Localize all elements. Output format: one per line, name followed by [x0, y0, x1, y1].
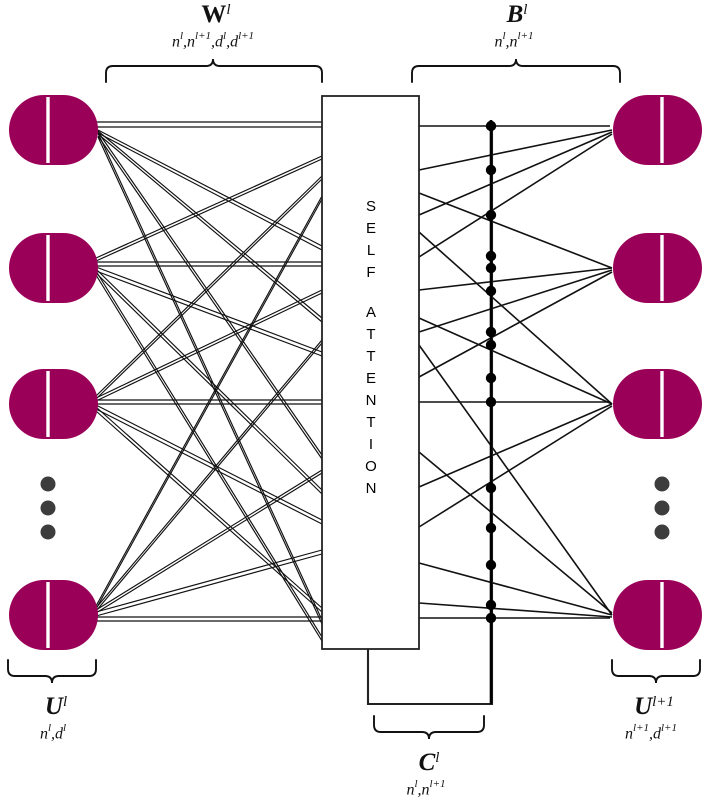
- attn-letter: A: [365, 304, 376, 321]
- label-output-superscript: l+1: [652, 693, 674, 710]
- attn-letter: S: [365, 198, 376, 215]
- label-input-superscript: l: [62, 693, 68, 710]
- input-node-3: [9, 369, 98, 439]
- sub-sup: l: [47, 722, 51, 734]
- label-input-symbol: U: [44, 693, 63, 720]
- sub-base: d: [230, 33, 239, 51]
- label-context-subscript: nl,nl+1: [406, 778, 446, 799]
- sub-sup: l: [414, 778, 418, 790]
- self-attention-label: S E L F A T T E N T I O N: [354, 196, 388, 500]
- attn-word-gap: [354, 284, 388, 302]
- label-weights-symbol: W: [201, 1, 227, 28]
- sub-sep: ,: [211, 33, 215, 51]
- output-node-2: [613, 233, 702, 303]
- label-weights-superscript: l: [226, 1, 231, 18]
- label-output: Ul+1 nl+1,dl+1: [600, 693, 708, 742]
- sub-base: n: [171, 33, 180, 51]
- output-node-4: [613, 580, 702, 650]
- self-attention-box: [321, 95, 420, 650]
- label-context: Cl nl,nl+1: [364, 749, 494, 798]
- brace-bias: [411, 58, 621, 83]
- sub-sup: l: [223, 30, 227, 42]
- brace-weights: [105, 58, 323, 83]
- label-bias-superscript: l: [523, 1, 528, 18]
- attn-letter: I: [368, 436, 374, 453]
- sub-base: n: [39, 725, 48, 743]
- attn-letter: E: [365, 220, 376, 237]
- sub-sep: ,: [505, 33, 510, 51]
- label-context-symbol: C: [418, 749, 436, 776]
- brace-context: [373, 715, 485, 740]
- input-node-2: [9, 233, 98, 303]
- input-to-attention-edges: [95, 121, 323, 642]
- attn-letter: T: [366, 414, 376, 431]
- input-nodes: [9, 95, 98, 650]
- sub-sup: l: [179, 30, 184, 42]
- label-output-symbol: U: [634, 693, 653, 720]
- attn-letter: T: [366, 348, 376, 365]
- label-output-subscript: nl+1,dl+1: [625, 722, 677, 743]
- sub-base: n: [494, 33, 503, 51]
- sub-base: d: [55, 725, 63, 743]
- sub-base: n: [187, 33, 196, 51]
- label-bias: Bl nl,nl+1: [452, 1, 582, 50]
- sub-base: d: [653, 725, 661, 743]
- label-input-subscript: nl,dl: [39, 722, 67, 743]
- output-node-1: [613, 95, 702, 165]
- sub-base: n: [421, 781, 430, 799]
- sub-sup: l: [63, 722, 67, 734]
- attn-letter: T: [366, 326, 376, 343]
- sub-sep: ,: [51, 725, 55, 743]
- label-weights-subscript: nl,nl+1,dl,dl+1: [171, 30, 255, 51]
- sub-sup: l+1: [633, 722, 649, 734]
- sub-sep: ,: [417, 781, 422, 799]
- output-node-3: [613, 369, 702, 439]
- sub-sup: l+1: [429, 778, 446, 790]
- brace-output: [611, 659, 701, 684]
- label-bias-symbol: B: [506, 1, 524, 28]
- output-nodes: [613, 95, 702, 650]
- attn-letter: N: [365, 392, 377, 409]
- attn-letter: F: [366, 264, 376, 281]
- input-ellipsis: [40, 476, 56, 540]
- brace-input: [7, 659, 97, 684]
- sub-base: d: [215, 33, 223, 51]
- sub-sup: l+1: [661, 722, 677, 734]
- attn-letter: E: [365, 370, 376, 387]
- output-ellipsis: [654, 476, 670, 540]
- sub-sup: l+1: [238, 30, 255, 42]
- attn-letter: N: [365, 480, 377, 497]
- sub-base: n: [406, 781, 415, 799]
- attn-letter: O: [365, 458, 377, 475]
- sub-base: n: [625, 725, 634, 743]
- sub-sup: l+1: [517, 30, 534, 42]
- input-node-1: [9, 95, 98, 165]
- label-input: Ul nl,dl: [10, 693, 102, 742]
- sub-sup: l+1: [195, 30, 211, 42]
- label-weights: Wl nl,nl+1,dl,dl+1: [128, 1, 304, 50]
- sub-base: n: [509, 33, 518, 51]
- attention-to-output-edges: [418, 125, 613, 619]
- label-context-superscript: l: [435, 749, 440, 766]
- input-node-4: [9, 580, 98, 650]
- sub-sep: ,: [183, 33, 188, 51]
- junction-dots: [485, 120, 497, 624]
- sub-sup: l: [502, 30, 506, 42]
- sub-sep: ,: [226, 33, 231, 51]
- label-bias-subscript: nl,nl+1: [494, 30, 534, 51]
- sub-sep: ,: [649, 725, 653, 743]
- attn-letter: L: [366, 242, 376, 259]
